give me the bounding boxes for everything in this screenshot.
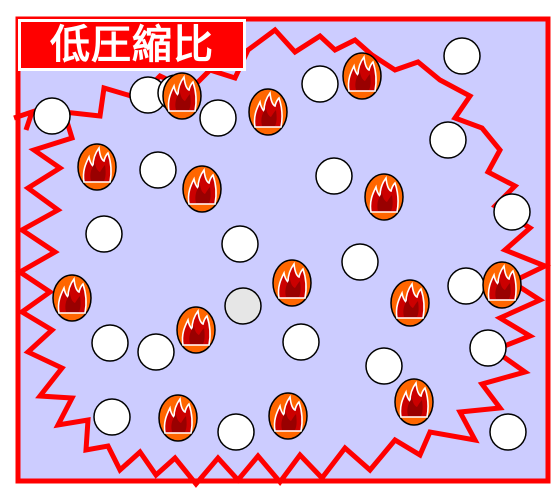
compression-boundary <box>15 26 552 488</box>
air-particle <box>221 225 259 263</box>
air-particle <box>365 347 403 385</box>
air-particle <box>489 413 527 451</box>
flame-icon <box>248 88 288 136</box>
air-particle <box>199 99 237 137</box>
flame-icon <box>364 173 404 221</box>
air-particle <box>217 413 255 451</box>
flame-icon <box>176 306 216 354</box>
air-particle <box>85 215 123 253</box>
air-particle <box>447 267 485 305</box>
flame-icon <box>482 261 522 309</box>
flame-icon <box>390 279 430 327</box>
air-particle <box>469 329 507 367</box>
flame-icon <box>272 259 312 307</box>
air-particle <box>341 243 379 281</box>
flame-icon <box>268 392 308 440</box>
air-particle <box>137 333 175 371</box>
flame-icon <box>158 394 198 442</box>
flame-icon <box>394 378 434 426</box>
compression-ratio-label: 低圧縮比 <box>18 19 246 71</box>
flame-icon <box>342 52 382 100</box>
flame-icon <box>182 165 222 213</box>
air-particle <box>91 324 129 362</box>
air-particle <box>139 151 177 189</box>
air-particle <box>493 193 531 231</box>
flame-icon <box>162 72 202 120</box>
inactive-particle <box>224 287 262 325</box>
air-particle <box>301 65 339 103</box>
air-particle <box>93 398 131 436</box>
flame-icon <box>77 143 117 191</box>
air-particle <box>443 37 481 75</box>
air-particle <box>429 121 467 159</box>
air-particle <box>282 323 320 361</box>
air-particle <box>315 157 353 195</box>
boundary-arrow <box>13 108 36 131</box>
flame-icon <box>52 274 92 322</box>
air-particle <box>33 97 71 135</box>
